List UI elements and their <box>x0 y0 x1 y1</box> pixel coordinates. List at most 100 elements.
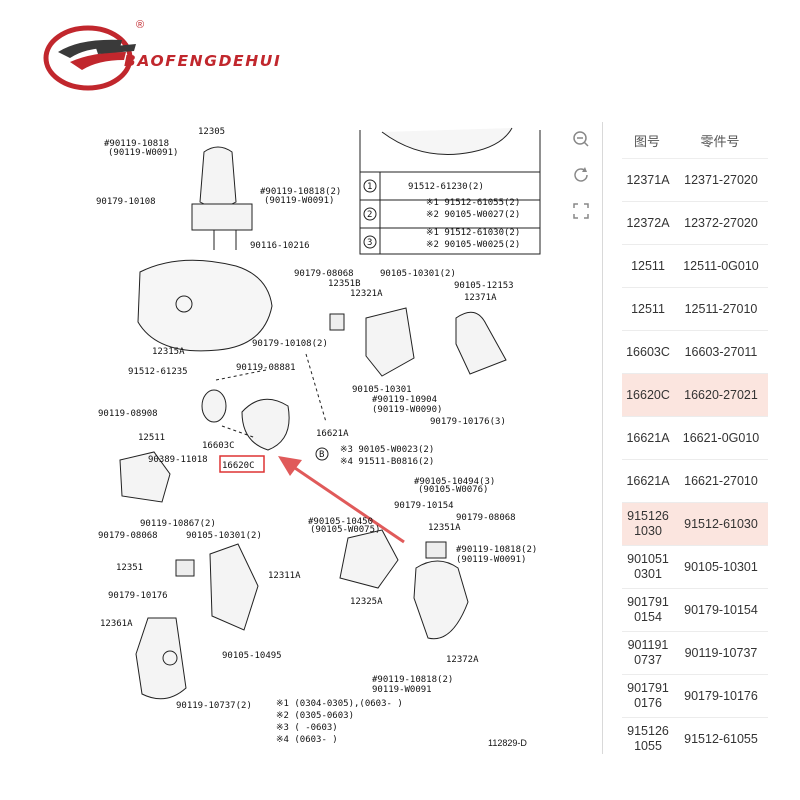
part-number-cell: 91512-61030 <box>684 517 758 531</box>
part-label: 90179-10108(2) <box>252 339 328 349</box>
part-label: 90105-10301(2) <box>380 269 456 279</box>
ref-cell: 12371A <box>626 172 670 187</box>
part-label: 91512-61235 <box>128 367 188 377</box>
inset-marker-2: 2 <box>367 210 372 220</box>
part-label: (90119-W0090) <box>372 405 442 415</box>
part-label: 90179-08068 <box>98 531 158 541</box>
part-label: 90116-10216 <box>250 241 310 251</box>
part-label: 90105-10301(2) <box>186 531 262 541</box>
part-label: (90119-W0091) <box>264 196 334 206</box>
part-label: 90119-10737(2) <box>176 701 252 711</box>
ref-cell: 16603C <box>626 344 670 359</box>
part-label: 12372A <box>446 655 479 665</box>
part-label: 90179-10176(3) <box>430 417 506 427</box>
ref-cell: 16621A <box>626 430 670 445</box>
part-label: 90119-08881 <box>236 363 296 373</box>
fullscreen-icon[interactable] <box>566 196 596 226</box>
inset-text: ※2 90105-W0027(2) <box>426 210 520 220</box>
part-label: 90119-W0091 <box>372 685 432 695</box>
part-label: #90105-10450 <box>308 517 373 527</box>
ref-cell: 16621A <box>626 473 670 488</box>
column-header-ref: 图号 <box>633 133 660 149</box>
inset-text: ※1 91512-61055(2) <box>426 198 520 208</box>
zoom-out-icon[interactable] <box>566 124 596 154</box>
part-label: 12305 <box>198 127 225 137</box>
part-label: #90119-10818(2) <box>372 675 453 685</box>
part-label: 12315A <box>152 347 185 357</box>
part-number-cell: 16621-27010 <box>684 474 758 488</box>
part-label: #90119-10818(2) <box>260 187 341 197</box>
table-row[interactable]: 16620C 16620-27021 <box>622 374 768 417</box>
viewer-toolbar <box>566 124 600 232</box>
part-label: 90179-08068 <box>294 269 354 279</box>
part-label: (90119-W0091) <box>456 555 526 565</box>
footnote: ※3 ( -0603) <box>276 723 338 733</box>
part-number-cell: 90105-10301 <box>684 560 758 574</box>
part-label: 12361A <box>100 619 133 629</box>
part-number-cell: 91512-61055 <box>684 732 758 746</box>
part-number-cell: 12511-0G010 <box>683 259 759 273</box>
part-label: 12325A <box>350 597 383 607</box>
inset-text: ※2 90105-W0025(2) <box>426 240 520 250</box>
part-label: #90119-10904 <box>372 395 437 405</box>
column-header-part: 零件号 <box>700 133 740 149</box>
part-label: #90105-10494(3) <box>414 477 495 487</box>
table-row[interactable]: 12371A 12371-27020 <box>622 159 768 202</box>
inset-marker-3: 3 <box>367 238 372 248</box>
table-row[interactable]: 16621A 16621-27010 <box>622 460 768 503</box>
part-number-cell: 90179-10176 <box>684 689 758 703</box>
rotate-icon[interactable] <box>566 160 596 190</box>
ref-cell: 12511 <box>631 258 665 273</box>
part-label: 12321A <box>350 289 383 299</box>
table-header: 图号 零件号 <box>622 122 768 159</box>
part-labels: 12305 #90119-10818 (90119-W0091) 90179-1… <box>96 127 537 748</box>
ref-cell: 16620C <box>626 387 670 402</box>
table-row[interactable]: 12511 12511-27010 <box>622 288 768 331</box>
inset-marker-1: 1 <box>367 182 372 192</box>
part-label: 90105-10495 <box>222 651 282 661</box>
part-number-cell: 16603-27011 <box>684 345 758 359</box>
table-row[interactable]: 16603C 16603-27011 <box>622 331 768 374</box>
registered-mark: ® <box>136 19 144 31</box>
part-number-cell: 12371-27020 <box>684 173 758 187</box>
pointer-arrow <box>278 456 405 544</box>
inset-text: ※1 91512-61030(2) <box>426 228 520 238</box>
part-label: 90119-08908 <box>98 409 158 419</box>
part-label: 12351A <box>428 523 461 533</box>
part-label: 12351 <box>116 563 143 573</box>
part-label: (90105-W0075) <box>310 525 380 535</box>
table-row[interactable]: 12511 12511-0G010 <box>622 245 768 288</box>
part-label: 90105-12153 <box>454 281 514 291</box>
ref-cell: 12511 <box>631 301 665 316</box>
footnote: ※2 (0305-0603) <box>276 711 354 721</box>
part-label: (90105-W0076) <box>418 485 488 495</box>
part-label: 90389-11018 <box>148 455 208 465</box>
diagram-code: 112829-D <box>488 738 527 748</box>
part-label: ※4 91511-B0816(2) <box>340 457 434 467</box>
part-number-cell: 16620-27021 <box>684 388 758 402</box>
parts-diagram[interactable]: 1 2 3 B 91512-61230(2) ※1 91512-61055(2)… <box>96 122 564 754</box>
footnote: ※4 (0603- ) <box>276 735 338 745</box>
part-label: 12371A <box>464 293 497 303</box>
part-number-cell: 12511-27010 <box>684 302 758 316</box>
part-label: (90119-W0091) <box>108 148 178 158</box>
part-label: 90179-10108 <box>96 197 156 207</box>
part-label-highlighted: 16620C <box>222 461 255 471</box>
table-row[interactable]: 16621A 16621-0G010 <box>622 417 768 460</box>
part-number-cell: 16621-0G010 <box>682 431 760 445</box>
